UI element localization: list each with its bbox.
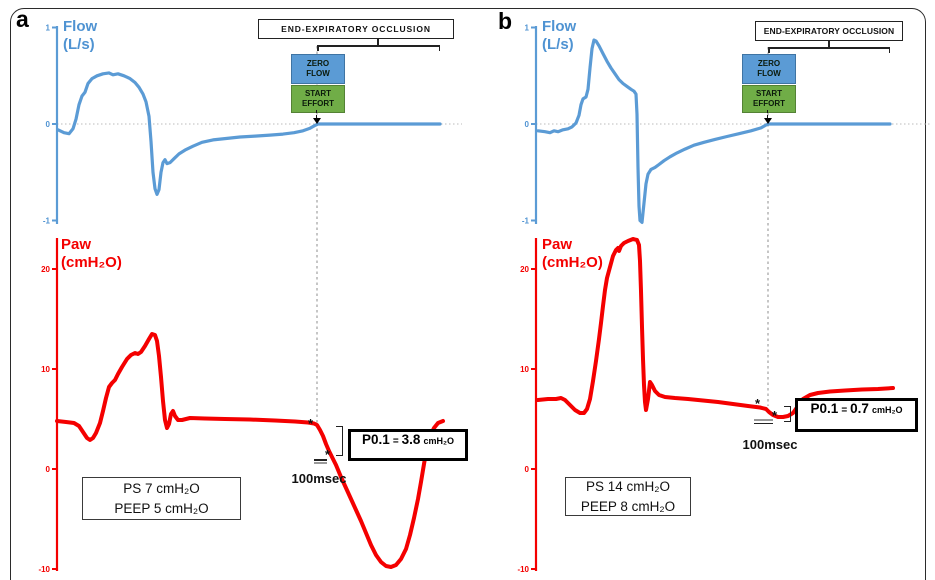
occlusion-label-b: END-EXPIRATORY OCCLUSION xyxy=(755,21,903,41)
peep-setting: PEEP 5 cmH₂O xyxy=(114,500,209,516)
occlusion-bracket-b xyxy=(768,47,890,49)
svg-text:10: 10 xyxy=(41,365,50,374)
paw-axis-title-a: Paw (cmH₂O) xyxy=(61,236,122,273)
p01-unit: cmH₂O xyxy=(871,405,903,415)
start-effort-line1: START xyxy=(304,89,332,99)
svg-text:-10: -10 xyxy=(517,565,529,574)
ps-setting: PS 14 cmH₂O xyxy=(585,478,670,494)
occlusion-label-a: END-EXPIRATORY OCCLUSION xyxy=(258,19,454,39)
panel-a-label: a xyxy=(16,6,29,32)
panel-b-label: b xyxy=(498,8,513,34)
svg-text:-1: -1 xyxy=(43,216,51,225)
p01-bracket-a xyxy=(342,426,344,456)
occlusion-bracket-a-right-tick xyxy=(438,45,440,51)
interval-marker-a-bottom xyxy=(314,462,327,464)
figure-border xyxy=(10,8,926,580)
svg-text:20: 20 xyxy=(41,265,50,274)
occlusion-bracket-b-left-tick xyxy=(768,47,770,53)
flow-axis-title-a: Flow (L/s) xyxy=(63,18,97,55)
p01-value-box-a: P0.1 = 3.8 cmH₂O xyxy=(348,429,468,461)
peep-setting: PEEP 8 cmH₂O xyxy=(580,498,676,514)
start-effort-line2: EFFORT xyxy=(753,99,785,108)
start-effort-badge-b: START EFFORT xyxy=(742,85,796,113)
p01-end-marker-a: * xyxy=(325,447,331,462)
occlusion-bracket-b-right-tick xyxy=(888,47,890,53)
occlusion-onset-marker-a: * xyxy=(308,416,314,431)
p01-end-marker-b: * xyxy=(772,408,778,423)
paw-title-line1: Paw xyxy=(542,236,573,253)
p01-bracket-b-top-tick xyxy=(784,406,791,408)
zero-flow-line2: FLOW xyxy=(757,69,781,78)
zero-flow-line1: ZERO xyxy=(306,59,330,69)
flow-title-line1: Flow xyxy=(63,18,98,35)
occlusion-bracket-b-center-tick xyxy=(828,40,830,47)
ps-setting: PS 7 cmH₂O xyxy=(123,480,200,496)
vent-settings-box-a: PS 7 cmH₂O PEEP 5 cmH₂O xyxy=(82,477,241,520)
svg-text:1: 1 xyxy=(525,23,530,32)
p01-value: 0.7 xyxy=(850,401,869,416)
p01-bracket-b-bottom-tick xyxy=(784,420,791,422)
occlusion-bracket-a-center-tick xyxy=(377,38,379,45)
svg-text:20: 20 xyxy=(520,265,529,274)
svg-text:1: 1 xyxy=(46,23,51,32)
svg-text:-1: -1 xyxy=(522,216,530,225)
start-effort-badge-a: START EFFORT xyxy=(291,85,345,113)
down-arrow-icon-a xyxy=(312,118,321,124)
flow-title-line1: Flow xyxy=(542,18,577,35)
p01-name: P0.1 xyxy=(810,401,839,416)
zero-flow-line2: FLOW xyxy=(306,69,330,78)
p01-equals: = xyxy=(841,405,848,416)
occlusion-onset-marker-b: * xyxy=(755,396,761,411)
occlusion-bracket-a-left-tick xyxy=(317,45,319,51)
down-arrow-stem-a xyxy=(316,110,317,118)
time-interval-label-b: 100msec xyxy=(742,437,798,452)
occlusion-bracket-a xyxy=(317,45,440,47)
p01-unit: cmH₂O xyxy=(423,436,454,446)
interval-marker-a-top xyxy=(314,459,327,461)
start-effort-line2: EFFORT xyxy=(302,99,334,108)
zero-flow-line1: ZERO xyxy=(757,59,781,69)
interval-marker-b-top xyxy=(754,419,773,421)
p01-equals: = xyxy=(392,436,399,447)
flow-title-line2: (L/s) xyxy=(63,36,95,54)
flow-title-line2: (L/s) xyxy=(542,36,574,54)
zero-flow-badge-a: ZERO FLOW xyxy=(291,54,345,84)
time-interval-label-a: 100msec xyxy=(291,471,347,486)
paw-title-line1: Paw xyxy=(61,236,92,253)
zero-flow-badge-b: ZERO FLOW xyxy=(742,54,796,84)
paw-title-line2: (cmH₂O) xyxy=(61,254,122,272)
svg-text:0: 0 xyxy=(46,120,51,129)
start-effort-line1: START xyxy=(755,89,783,99)
paw-axis-title-b: Paw (cmH₂O) xyxy=(542,236,603,273)
p01-bracket-a-bottom-tick xyxy=(336,454,343,456)
paw-title-line2: (cmH₂O) xyxy=(542,254,603,272)
svg-text:10: 10 xyxy=(520,365,529,374)
svg-text:-10: -10 xyxy=(38,565,50,574)
p01-value: 3.8 xyxy=(401,432,421,447)
vent-settings-box-b: PS 14 cmH₂O PEEP 8 cmH₂O xyxy=(565,477,691,516)
p01-bracket-b xyxy=(790,406,792,422)
svg-text:0: 0 xyxy=(46,465,51,474)
svg-text:0: 0 xyxy=(525,120,530,129)
down-arrow-icon-b xyxy=(763,118,772,124)
svg-text:0: 0 xyxy=(525,465,530,474)
flow-axis-title-b: Flow (L/s) xyxy=(542,18,576,55)
p01-bracket-a-top-tick xyxy=(336,426,343,428)
p01-name: P0.1 xyxy=(362,432,390,447)
down-arrow-stem-b xyxy=(767,110,768,118)
interval-marker-b-bottom xyxy=(754,422,773,425)
p01-value-box-b: P0.1 = 0.7 cmH₂O xyxy=(795,398,918,432)
